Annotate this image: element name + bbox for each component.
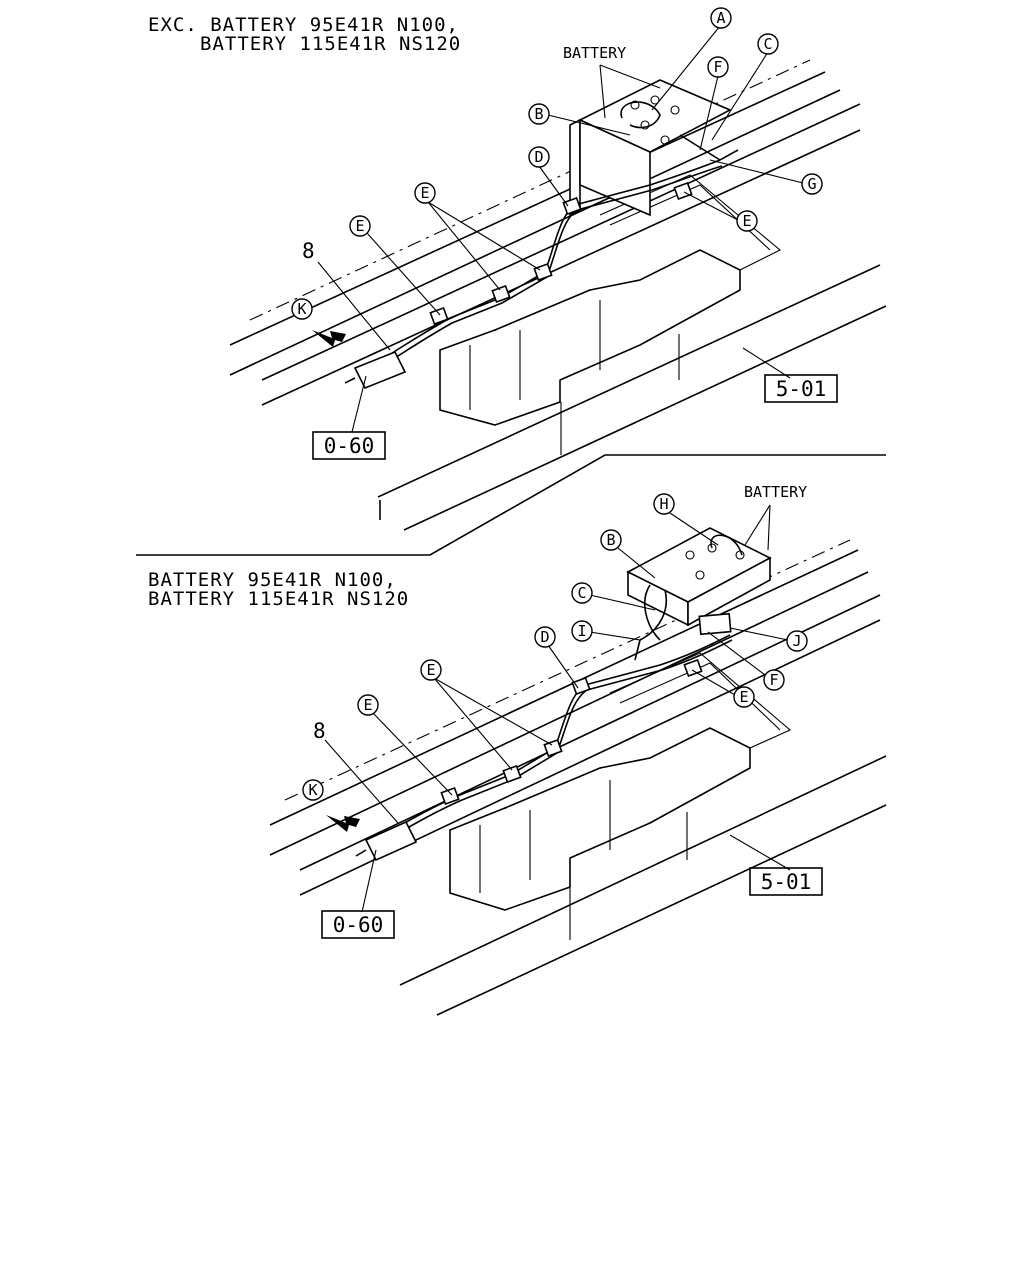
- callout-bottom-F: F: [763, 669, 785, 691]
- svg-text:G: G: [807, 175, 816, 193]
- callout-top-D: D: [528, 146, 550, 168]
- callout-top-A: A: [710, 7, 732, 29]
- top-caption-line1: EXC. BATTERY 95E41R N100,: [148, 14, 459, 36]
- bottom-ref-connector: 0-60: [321, 910, 395, 939]
- top-caption-line2: BATTERY 115E41R NS120: [200, 33, 461, 55]
- panel-bottom: BATTERY 95E41R N100, BATTERY 115E41R NS1…: [148, 483, 887, 1016]
- svg-text:E: E: [739, 688, 748, 706]
- svg-text:E: E: [742, 212, 751, 230]
- callout-top-E3: E: [349, 215, 371, 237]
- callout-bottom-K: K: [302, 779, 324, 801]
- bottom-item-number: 8: [313, 719, 326, 743]
- bottom-battery-label: BATTERY: [744, 483, 807, 501]
- callout-top-E1: E: [414, 182, 436, 204]
- callout-top-G: G: [801, 173, 823, 195]
- panel-top: EXC. BATTERY 95E41R N100, BATTERY 115E41…: [148, 7, 887, 531]
- panel-divider: [136, 454, 886, 556]
- top-cable-harness: [344, 134, 739, 390]
- callout-bottom-E1: E: [420, 659, 442, 681]
- top-battery-label: BATTERY: [563, 44, 626, 62]
- svg-text:C: C: [763, 35, 772, 53]
- callout-top-E2: E: [736, 210, 758, 232]
- callout-bottom-H: H: [653, 493, 675, 515]
- callout-bottom-E3: E: [357, 694, 379, 716]
- top-leaders: [317, 25, 804, 433]
- svg-text:B: B: [534, 105, 543, 123]
- callout-top-C: C: [757, 33, 779, 55]
- callout-bottom-D: D: [534, 626, 556, 648]
- svg-text:H: H: [659, 495, 668, 513]
- bottom-cable-harness: [355, 584, 733, 862]
- svg-text:J: J: [792, 632, 801, 650]
- callout-bottom-I: I: [571, 620, 593, 642]
- top-item-number: 8: [302, 239, 315, 263]
- callout-bottom-C: C: [571, 582, 593, 604]
- svg-text:E: E: [355, 217, 364, 235]
- top-battery-box: [569, 79, 732, 217]
- callout-top-B: B: [528, 103, 550, 125]
- svg-text:E: E: [420, 184, 429, 202]
- bottom-caption-line1: BATTERY 95E41R N100,: [148, 569, 397, 591]
- svg-text:D: D: [534, 148, 543, 166]
- svg-text:I: I: [577, 622, 586, 640]
- callout-top-F: F: [707, 56, 729, 78]
- svg-text:0-60: 0-60: [333, 913, 384, 937]
- top-ref-frame: 5-01: [764, 374, 838, 403]
- svg-text:K: K: [297, 300, 306, 318]
- callout-bottom-J: J: [786, 630, 808, 652]
- svg-text:F: F: [769, 671, 778, 689]
- top-view-arrow-icon: [312, 330, 346, 347]
- svg-text:A: A: [716, 9, 725, 27]
- bottom-battery-box: [626, 527, 772, 627]
- top-ref-connector: 0-60: [312, 431, 386, 460]
- svg-text:5-01: 5-01: [776, 377, 827, 401]
- svg-text:C: C: [577, 584, 586, 602]
- svg-text:0-60: 0-60: [324, 434, 375, 458]
- callout-bottom-E2: E: [733, 686, 755, 708]
- svg-text:E: E: [426, 661, 435, 679]
- svg-text:5-01: 5-01: [761, 870, 812, 894]
- bottom-leaders: [324, 504, 791, 913]
- top-tank-assembly: [439, 174, 781, 426]
- bottom-ref-frame: 5-01: [749, 867, 823, 896]
- svg-text:E: E: [363, 696, 372, 714]
- callout-bottom-B: B: [600, 529, 622, 551]
- svg-text:D: D: [540, 628, 549, 646]
- bottom-caption-line2: BATTERY 115E41R NS120: [148, 588, 409, 610]
- bottom-tank-assembly: [449, 652, 792, 911]
- bottom-view-arrow-icon: [326, 815, 360, 832]
- svg-text:F: F: [713, 58, 722, 76]
- svg-text:B: B: [606, 531, 615, 549]
- callout-top-K: K: [291, 298, 313, 320]
- svg-text:K: K: [308, 781, 317, 799]
